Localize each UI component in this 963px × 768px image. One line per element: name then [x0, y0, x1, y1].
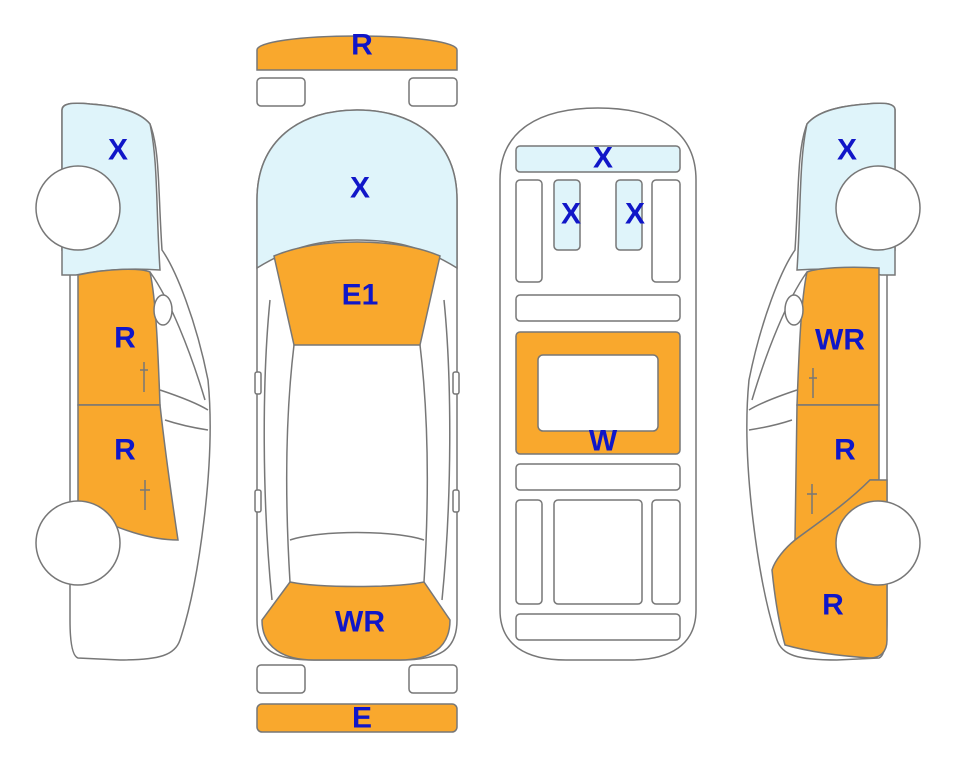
roof-cross-bar-rear [515, 463, 681, 491]
trunk-code: WR [335, 606, 385, 639]
front-left-headlight [256, 77, 306, 107]
left-front-handle [140, 362, 148, 392]
sunroof-opening [537, 354, 659, 432]
right-window-line [748, 389, 798, 411]
top-right-mirror [452, 371, 460, 395]
front-right-headlight [408, 77, 458, 107]
front-bumper-code: R [351, 29, 373, 62]
right-front-door-code: WR [815, 324, 865, 357]
roof-front-code: X [593, 142, 613, 175]
top-rear-window-line [289, 531, 425, 541]
roof-cross-bar-front [515, 294, 681, 322]
right-glass-code: X [837, 134, 857, 167]
right-rear-door-code: R [834, 434, 856, 467]
right-side-view: X WR R R [746, 102, 921, 661]
top-left-handle [254, 489, 262, 513]
top-left-mirror [254, 371, 262, 395]
trunk-panel [261, 581, 451, 661]
left-rear-wheel [35, 500, 121, 586]
top-right-a-line [419, 344, 429, 583]
hood-panel [273, 241, 441, 346]
top-left-a-line [285, 344, 295, 583]
top-right-handle [452, 489, 460, 513]
top-right-side-line [441, 299, 451, 601]
front-bumper-panel [256, 35, 458, 71]
right-rear-wheel [835, 500, 921, 586]
windshield-code: X [350, 172, 370, 205]
roof-left-code: X [561, 198, 581, 231]
left-glass-code: X [108, 134, 128, 167]
roof-right-glass-panel [615, 179, 643, 251]
rear-cargo-panel [553, 499, 643, 605]
roof-front-panel [515, 145, 681, 173]
right-rear-handle [807, 484, 817, 514]
top-left-side-line [263, 299, 273, 601]
rear-left-rail [515, 499, 543, 605]
rear-bumper-panel [256, 703, 458, 733]
right-rear-quarter-code: R [822, 589, 844, 622]
left-rear-door-code: R [114, 434, 136, 467]
left-side-view: X R R [35, 102, 211, 661]
left-sill-line [164, 419, 209, 431]
roof-right-code: X [625, 198, 645, 231]
rear-left-taillight [256, 664, 306, 694]
left-window-line [159, 389, 209, 411]
left-front-door-code: R [114, 322, 136, 355]
left-rear-handle [140, 480, 150, 510]
rear-deck-panel [515, 613, 681, 641]
roof-left-rail [515, 179, 543, 283]
rear-right-rail [651, 499, 681, 605]
right-sill-line [748, 419, 793, 431]
right-pillar-line [751, 271, 808, 401]
hood-code: E1 [342, 279, 379, 312]
right-front-wheel [835, 165, 921, 251]
roof-left-glass-panel [553, 179, 581, 251]
roof-panel-code: W [589, 425, 618, 458]
left-front-wheel [35, 165, 121, 251]
right-front-door-panel [796, 266, 880, 406]
roof-view: X X X W [499, 107, 697, 661]
roof-right-rail [651, 179, 681, 283]
windshield-panel [256, 109, 458, 270]
right-front-handle [809, 368, 817, 398]
left-pillar-line [149, 271, 206, 401]
rear-right-taillight [408, 664, 458, 694]
top-view: R X E1 WR E [254, 29, 460, 735]
left-mirror [153, 294, 173, 326]
left-front-door-panel [77, 268, 161, 406]
rear-bumper-code: E [352, 702, 372, 735]
right-mirror [784, 294, 804, 326]
